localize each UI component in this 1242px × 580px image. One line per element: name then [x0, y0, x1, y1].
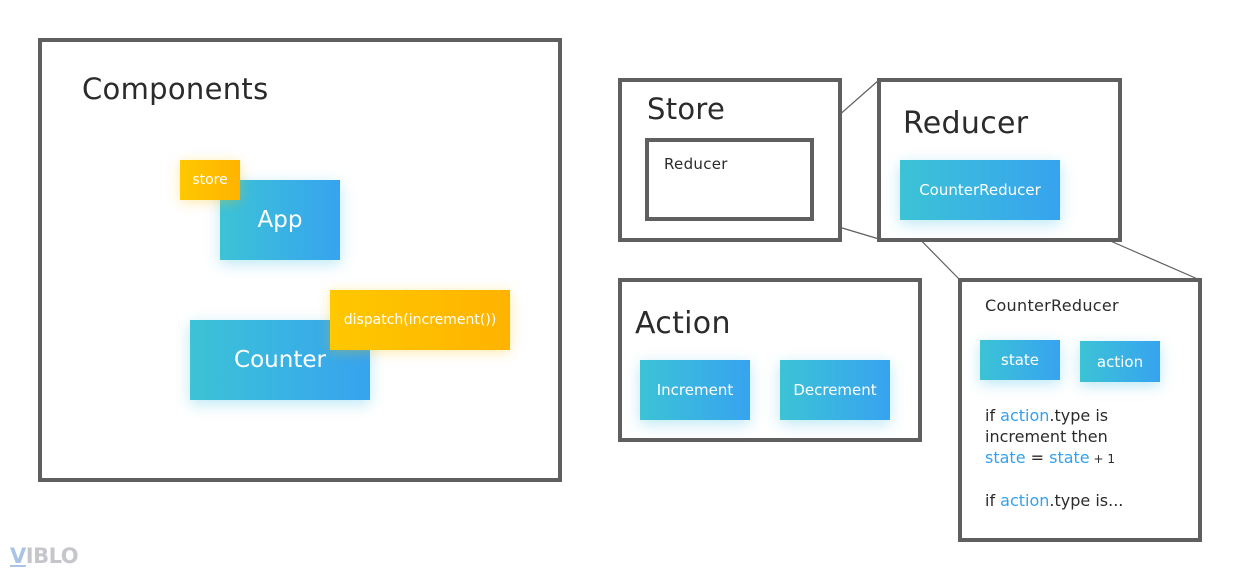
dispatch-tag: dispatch(increment()): [330, 290, 510, 350]
action-param-label: action: [1096, 352, 1144, 371]
action-param[interactable]: action: [1080, 341, 1160, 382]
dispatch-tag-label: dispatch(increment()): [343, 312, 497, 328]
counter-reducer-item[interactable]: CounterReducer: [900, 160, 1060, 220]
state-param[interactable]: state: [980, 340, 1060, 380]
state-param-label: state: [1001, 351, 1039, 369]
decrement-label: Decrement: [793, 381, 877, 399]
components-panel: [38, 38, 562, 482]
action-title: Action: [635, 306, 731, 341]
counter-reducer-item-label: CounterReducer: [919, 181, 1041, 199]
code-line-3: state = state + 1: [985, 448, 1115, 467]
app-component[interactable]: App: [220, 180, 340, 260]
decrement-action[interactable]: Decrement: [780, 360, 890, 420]
counter-reducer-detail-panel: [958, 278, 1202, 542]
increment-action[interactable]: Increment: [640, 360, 750, 420]
code-line-1: if action.type is: [985, 406, 1109, 425]
counter-reducer-detail-title: CounterReducer: [985, 296, 1119, 315]
increment-label: Increment: [656, 381, 734, 399]
counter-label: Counter: [234, 347, 326, 373]
store-tag: store: [180, 160, 240, 200]
code-line-2: increment then: [985, 427, 1108, 446]
viblo-watermark-logo: VIBLO: [10, 544, 79, 568]
store-reducer-box[interactable]: [645, 138, 814, 221]
reducer-code: if action.type is increment then state =…: [985, 405, 1123, 511]
store-title: Store: [647, 92, 726, 126]
reducer-title: Reducer: [903, 106, 1029, 141]
store-tag-label: store: [192, 172, 228, 188]
code-line-4: if action.type is...: [985, 491, 1124, 510]
app-label: App: [257, 207, 303, 233]
store-reducer-label: Reducer: [664, 155, 728, 173]
components-title: Components: [82, 72, 269, 106]
